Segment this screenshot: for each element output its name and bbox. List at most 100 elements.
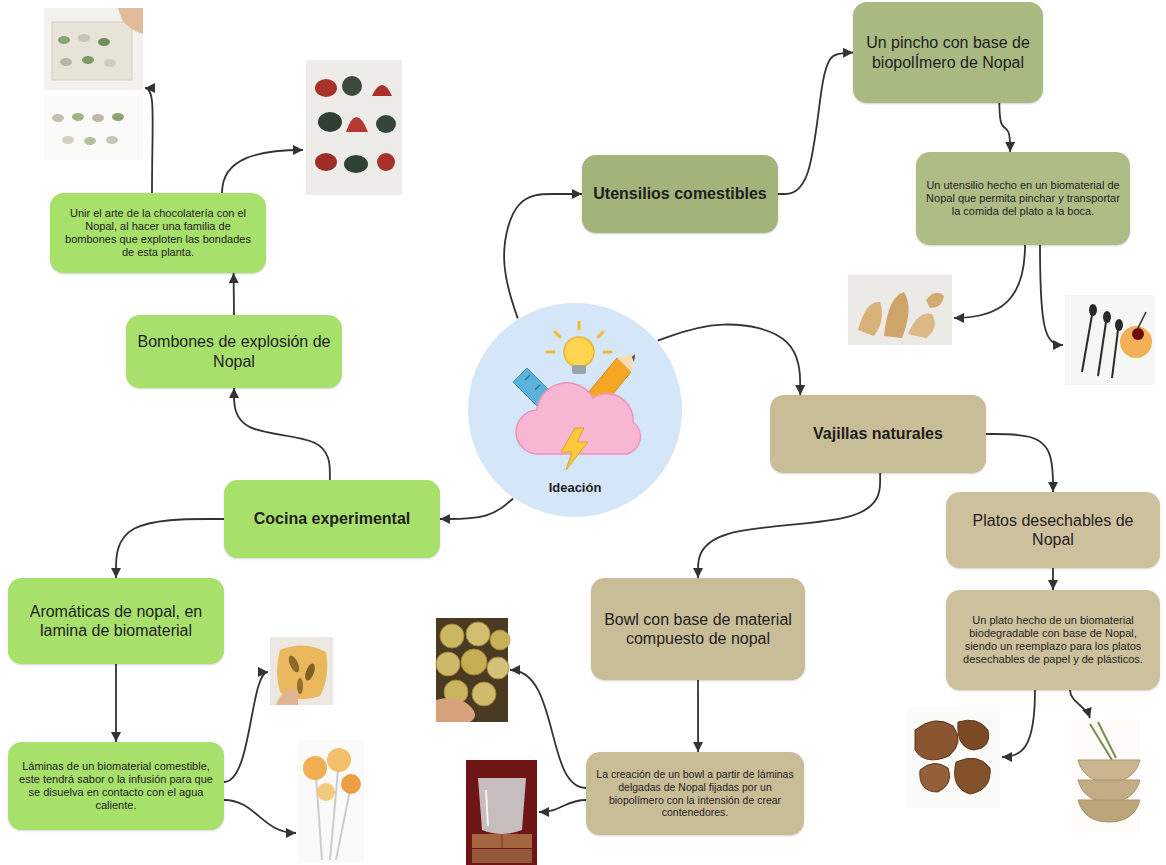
picture-arrows: [222, 150, 303, 193]
photo-bombones-row: [112, 113, 124, 121]
photo-leaf-lamina: [277, 645, 327, 699]
photo-bombones-tray: [52, 22, 132, 80]
photo-bowls: [1071, 720, 1140, 833]
photo-pincho-spoons: [1065, 295, 1155, 385]
photo-plates: [907, 707, 1000, 808]
photo-bombones-tray: [104, 59, 116, 67]
photo-nopal-discs: [436, 652, 460, 676]
connector-arrow: [999, 103, 1010, 152]
photo-bowls: [1078, 800, 1140, 822]
connector-arrow: [986, 434, 1053, 492]
picture-arrows: [145, 88, 153, 193]
photo-bombones-vessels: [377, 153, 395, 171]
photo-bombones-row: [44, 96, 143, 160]
photo-leaf-lamina: [270, 637, 333, 705]
photo-bombones-tray: [118, 8, 143, 34]
idea-icon: [513, 322, 640, 470]
photo-pincho-shapes: [926, 293, 944, 308]
photo-bombones-row: [52, 114, 64, 122]
description-box: Láminas de un biomaterial comestible, es…: [8, 742, 224, 830]
node-label: Bowl con base de material compuesto de n…: [601, 610, 795, 648]
photo-nopal-discs: [436, 618, 510, 722]
description-box: La creación de un bowl a partir de lámin…: [586, 752, 804, 835]
picture-arrows: [954, 245, 1025, 318]
photo-pincho-spoons: [1089, 304, 1097, 316]
node-label: Láminas de un biomaterial comestible, es…: [18, 760, 214, 813]
photo-glass-bowl: [486, 790, 488, 826]
photo-nopal-discs: [487, 657, 509, 679]
photo-plates: [920, 763, 950, 792]
photo-bombones-vessels: [372, 85, 392, 96]
photo-bombones-tray: [78, 34, 90, 42]
photo-bowls: [1071, 720, 1140, 833]
photo-glass-bowl: [502, 834, 503, 848]
photo-lollipops: [303, 756, 327, 780]
connector-arrow: [115, 664, 117, 742]
photo-glass-bowl: [472, 834, 532, 848]
photo-bowls: [1078, 780, 1140, 802]
idea-box: Bombones de explosión de Nopal: [126, 315, 342, 388]
connector-arrow: [658, 324, 801, 395]
photo-leaf-lamina: [270, 637, 333, 705]
idea-box: Aromáticas de nopal, en lamina de biomat…: [8, 578, 224, 664]
node-label: Un plato hecho de un biomaterial biodegr…: [956, 614, 1150, 667]
category-box: Utensilios comestibles: [582, 155, 778, 233]
photo-leaf-lamina: [303, 662, 317, 682]
photo-pincho-shapes: [908, 313, 935, 338]
photo-pincho-spoons: [1120, 326, 1152, 358]
photo-bombones-row: [72, 113, 84, 121]
photo-pincho-shapes: [884, 292, 909, 338]
category-box: Vajillas naturales: [770, 395, 986, 473]
photo-bowls: [1098, 722, 1116, 758]
photo-bombones-tray: [58, 36, 70, 44]
photo-pincho-spoons: [1103, 311, 1111, 323]
idea-box: Un pincho con base de biopolÍmero de Nop…: [853, 2, 1043, 103]
photo-lollipops: [341, 774, 361, 794]
category-box: Cocina experimental: [224, 480, 440, 558]
connector-arrow: [234, 388, 330, 480]
node-label: Bombones de explosión de Nopal: [136, 332, 332, 370]
photo-bombones-tray: [82, 56, 94, 64]
photo-nopal-discs: [461, 649, 487, 675]
photo-lollipops: [327, 748, 351, 772]
photo-lollipops: [317, 783, 335, 801]
connector-arrow: [698, 473, 880, 578]
picture-arrows: [539, 800, 586, 812]
node-label: Un utensilio hecho en un biomaterial de …: [926, 179, 1120, 219]
picture-arrows: [224, 800, 296, 833]
node-label: Platos desechables de Nopal: [956, 511, 1150, 549]
description-box: Un plato hecho de un biomaterial biodegr…: [946, 590, 1160, 690]
photo-lollipops: [298, 740, 364, 863]
description-box: Unir el arte de la chocolatería con el N…: [50, 193, 266, 273]
node-label: La creación de un bowl a partir de lámin…: [596, 768, 794, 818]
photo-glass-bowl: [472, 849, 532, 863]
connector-arrow: [697, 680, 699, 752]
photo-nopal-discs: [436, 698, 475, 722]
photo-plates: [958, 720, 989, 750]
idea-box: Bowl con base de material compuesto de n…: [591, 578, 805, 680]
node-label: Aromáticas de nopal, en lamina de biomat…: [18, 602, 214, 640]
photo-bombones-row: [92, 114, 104, 122]
circle-fill: [468, 303, 682, 517]
connector-arrow: [233, 273, 235, 315]
photo-glass-bowl: [478, 778, 526, 834]
photo-bowls: [1078, 760, 1140, 782]
photo-pincho-shapes: [848, 275, 952, 345]
connector-arrow: [440, 498, 513, 519]
node-label: Utensilios comestibles: [593, 184, 766, 203]
photo-bombones-row: [106, 136, 118, 144]
connector-arrow: [504, 194, 582, 318]
photo-plates: [955, 758, 991, 794]
photo-lollipops: [298, 740, 364, 863]
picture-arrows: [1002, 690, 1035, 757]
connector-arrow: [1052, 568, 1054, 590]
node-label: Cocina experimental: [254, 509, 411, 528]
photo-pincho-spoons: [1132, 328, 1144, 340]
photo-leaf-lamina: [287, 654, 302, 674]
photo-bombones-vessels: [318, 112, 342, 132]
photo-bombones-row: [62, 136, 74, 144]
photo-glass-bowl: [466, 760, 537, 865]
photo-plates: [915, 721, 958, 760]
photo-bombones-vessels: [306, 60, 402, 195]
